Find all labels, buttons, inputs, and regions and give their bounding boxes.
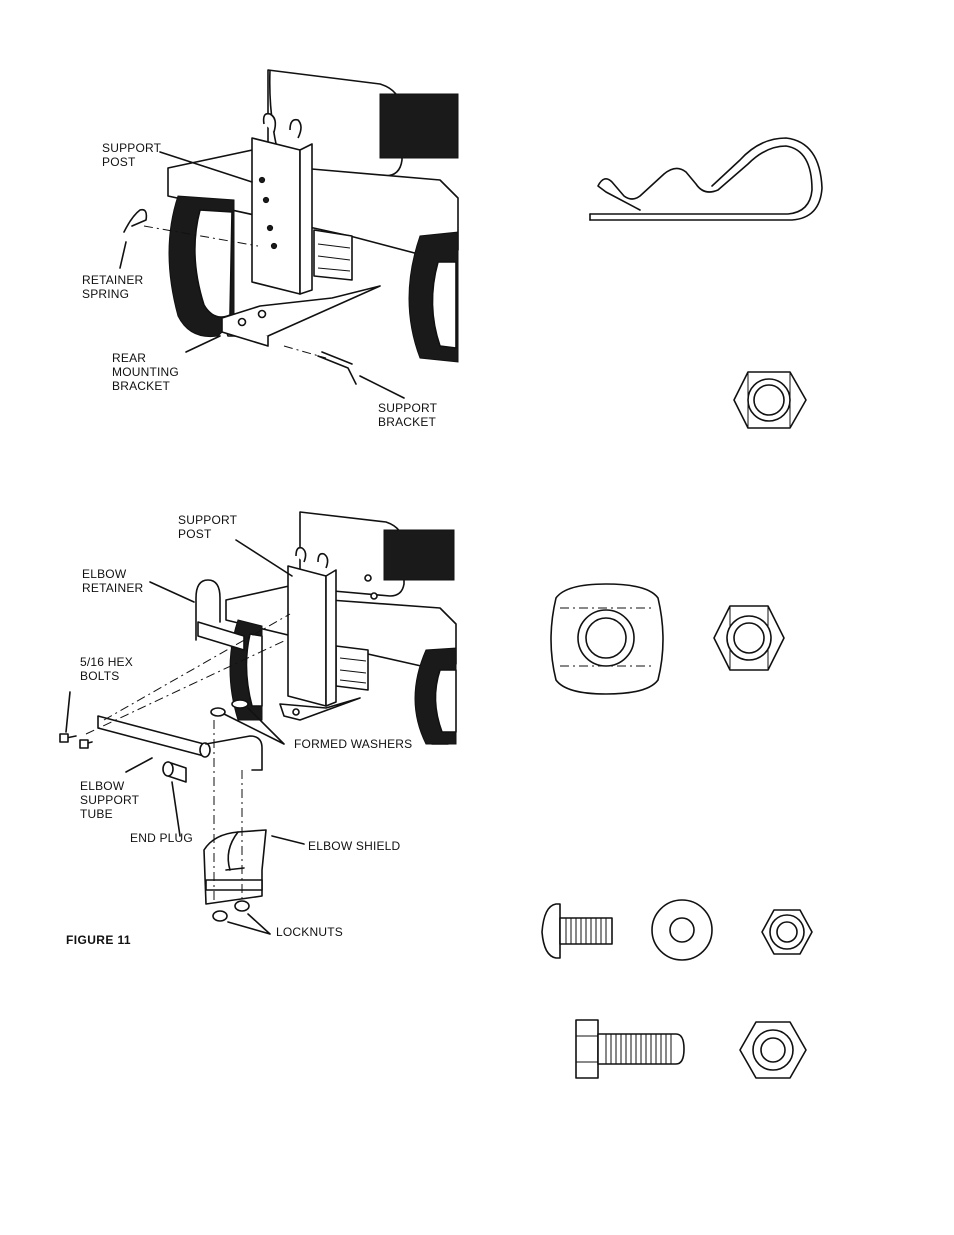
- label-locknuts: LOCKNUTS: [276, 925, 343, 939]
- label-elbow-shield: ELBOW SHIELD: [308, 839, 401, 853]
- label-elbow-support-tube: ELBOW SUPPORT TUBE: [80, 779, 143, 821]
- label-support-bracket: SUPPORT BRACKET: [378, 401, 441, 429]
- figure-caption: FIGURE 11: [66, 933, 131, 947]
- flat-washer-drawing: [652, 900, 712, 960]
- hex-nut-drawing-1: [734, 372, 806, 428]
- label-rear-mounting-bracket: REAR MOUNTING BRACKET: [112, 351, 182, 393]
- hex-nut-drawing-3: [740, 1022, 806, 1078]
- label-retainer-spring: RETAINER SPRING: [82, 273, 147, 301]
- locknut-drawing: [762, 910, 812, 954]
- label-support-post-top: SUPPORT POST: [102, 141, 165, 169]
- label-hex-bolts: 5/16 HEX BOLTS: [80, 655, 137, 683]
- hex-nut-drawing-2: [714, 606, 784, 670]
- label-support-post-bottom: SUPPORT POST: [178, 513, 241, 541]
- carriage-bolt-drawing: [542, 904, 612, 958]
- hex-bolt-drawing: [576, 1020, 684, 1078]
- figure-top-illustration: [120, 70, 458, 398]
- label-end-plug: END PLUG: [130, 831, 193, 845]
- hairpin-clip-drawing: [590, 138, 822, 220]
- formed-washer-drawing: [551, 584, 663, 694]
- label-elbow-retainer: ELBOW RETAINER: [82, 567, 144, 595]
- label-formed-washers: FORMED WASHERS: [294, 737, 412, 751]
